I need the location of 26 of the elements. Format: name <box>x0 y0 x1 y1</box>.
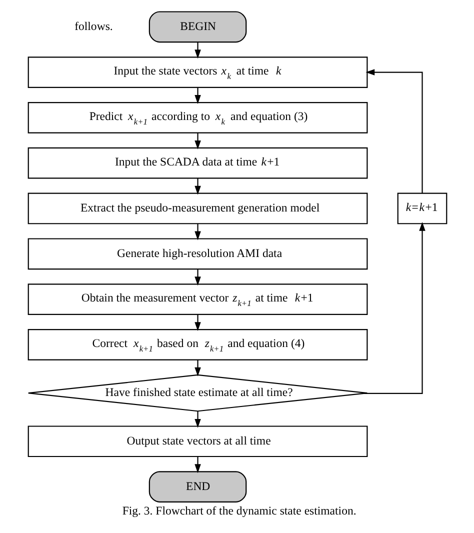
node-box: Generate high-resolution AMI data <box>27 238 368 270</box>
node-box: END <box>148 471 246 502</box>
node-box: Correct x$_{k+1}$ based on z$_{k+1}$ and equation (4) <box>27 329 368 360</box>
node-box: BEGIN <box>148 11 246 43</box>
arrow <box>365 69 422 194</box>
arrow <box>194 269 200 286</box>
arrow <box>194 360 200 376</box>
arrow <box>194 178 200 195</box>
arrow <box>194 133 200 150</box>
arrow <box>194 411 200 428</box>
node-box: Predict x$_{k+1}$ according to x$_{k}$ and equation (3) <box>27 102 368 134</box>
node-box: Input the state vectors x$_{k}$ at time k <box>27 56 368 88</box>
caption: Fig. 3. Flowchart of the dynamic state estimation. <box>122 504 356 518</box>
label: follows. <box>74 20 112 33</box>
node-box: k=k+1 <box>396 192 447 224</box>
node-box: Obtain the measurement vector z$_{k+1}$ at time k+1 <box>27 284 368 315</box>
arrow <box>194 42 200 59</box>
node-box: Output state vectors at all time <box>27 426 368 458</box>
arrow <box>194 314 200 331</box>
node-box: Input the SCADA data at time k+1 <box>27 147 368 179</box>
node-diamond: Have finished state estimate at all time? <box>27 374 368 412</box>
arrow <box>194 88 200 104</box>
arrow <box>194 456 200 474</box>
arrow <box>362 222 425 394</box>
arrow <box>194 224 200 240</box>
node-box: Extract the pseudo-measurement generation model <box>27 192 368 224</box>
